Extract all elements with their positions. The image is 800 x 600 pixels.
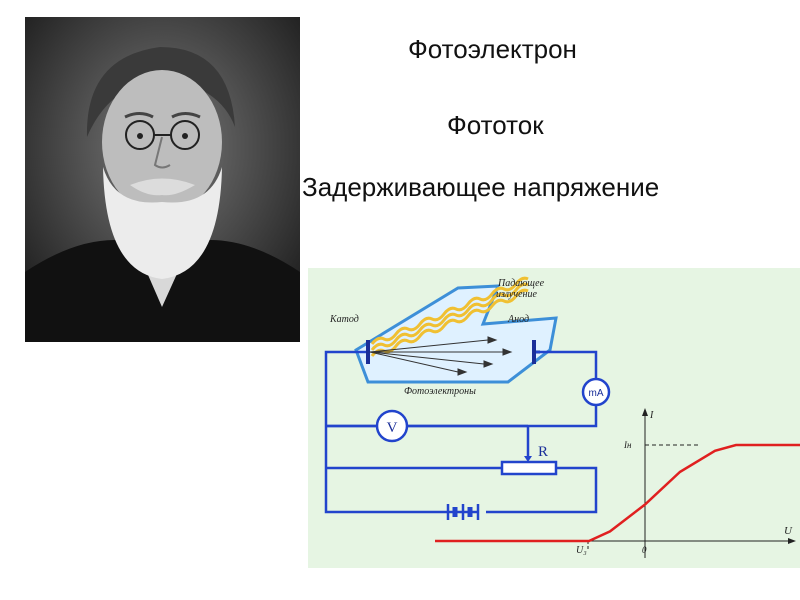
ammeter-label: mA: [589, 388, 604, 399]
vacuum-tube: [354, 284, 558, 384]
voltmeter-label: V: [387, 420, 398, 436]
graph-x-label: U: [784, 525, 793, 537]
incident-light-label-2: излучение: [496, 289, 537, 300]
rheostat: [500, 460, 558, 476]
graph-tick-stopping-voltage: U₃: [576, 545, 587, 556]
term-photoelectron: Фотоэлектрон: [408, 34, 577, 64]
resistor-label: R: [538, 444, 548, 460]
portrait-face: [102, 70, 222, 214]
anode-label: Анод: [507, 314, 529, 325]
incident-light-label-1: Падающее: [497, 278, 545, 289]
ammeter: [581, 377, 611, 407]
battery: [446, 504, 480, 520]
photoelectron-rays: [369, 336, 513, 376]
graph-tick-zero: 0: [642, 545, 647, 555]
rheostat-slider: [524, 456, 532, 462]
iv-graph: I U Iн U₃ 0: [435, 408, 800, 558]
cathode-label: Катод: [329, 314, 359, 325]
photoeffect-diagram: Падающее излучение Катод Анод Фотоэлектр…: [308, 268, 800, 568]
portrait-photo: [25, 17, 300, 342]
circuit-wires: [324, 350, 598, 514]
graph-tick-saturation: Iн: [623, 440, 632, 450]
graph-series-line: [435, 443, 800, 543]
photoelectrons-label: Фотоэлектроны: [404, 386, 476, 397]
portrait-moustache: [130, 178, 195, 196]
incident-light-waves: [370, 276, 529, 357]
term-photocurrent: Фототок: [447, 110, 544, 140]
portrait-hair: [86, 47, 235, 137]
graph-y-label: I: [649, 410, 654, 421]
voltmeter: [375, 409, 409, 443]
portrait-beard: [103, 167, 222, 279]
term-stopping-voltage: Задерживающее напряжение: [302, 172, 660, 202]
